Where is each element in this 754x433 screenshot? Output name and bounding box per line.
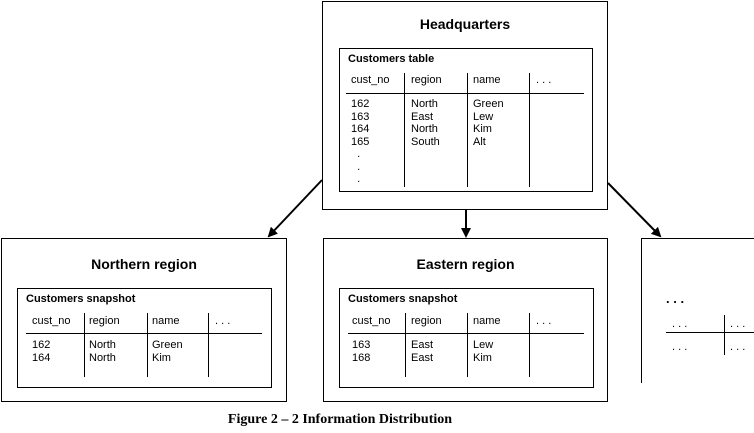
region-values: East East (411, 339, 434, 364)
region-values: North East North South (411, 98, 440, 148)
name-values: Green Kim (152, 339, 183, 364)
header-more: . . . (536, 315, 552, 327)
column-divider (404, 73, 405, 187)
other-divider (724, 315, 725, 355)
eastern-snapshot-table: Customers snapshot cust_no region name .… (339, 288, 594, 388)
column-divider (84, 313, 85, 377)
header-name: name (473, 74, 501, 86)
other-region-title: . . . (666, 291, 685, 306)
column-divider (405, 313, 406, 377)
headquarters-box: Headquarters Customers table cust_no reg… (322, 1, 608, 210)
header-region: region (411, 74, 442, 86)
eastern-region-title: Eastern region (416, 256, 515, 272)
other-cell: . . . (672, 318, 688, 330)
other-region-box: . . . . . . . . . . . . . . . (641, 238, 754, 383)
header-more: . . . (536, 74, 552, 86)
header-cust-no: cust_no (352, 315, 391, 327)
other-cell: . . . (672, 341, 688, 353)
column-divider (467, 73, 468, 187)
customers-table: Customers table cust_no region name . . … (339, 48, 593, 192)
header-name: name (473, 315, 501, 327)
northern-region-box: Northern region Customers snapshot cust_… (1, 238, 287, 402)
eastern-region-box: Eastern region Customers snapshot cust_n… (323, 238, 608, 402)
header-rule (348, 333, 584, 334)
cust-no-values: 162 164 (32, 339, 51, 364)
column-divider (467, 313, 468, 377)
header-rule (346, 93, 584, 94)
column-divider (529, 73, 530, 187)
customers-table-title: Customers table (348, 53, 435, 65)
other-cell: . . . (730, 341, 746, 353)
header-cust-no: cust_no (351, 74, 390, 86)
header-cust-no: cust_no (32, 315, 71, 327)
arrow-to-other (607, 182, 662, 238)
region-values: North North (89, 339, 116, 364)
name-values: Green Lew Kim Alt (473, 98, 504, 148)
northern-snapshot-table: Customers snapshot cust_no region name .… (17, 288, 272, 388)
northern-region-title: Northern region (91, 256, 197, 272)
cust-no-values: 163 168 (352, 339, 371, 364)
northern-snapshot-title: Customers snapshot (26, 293, 136, 305)
headquarters-title: Headquarters (419, 16, 511, 32)
figure-caption: Figure 2 – 2 Information Distribution (227, 412, 453, 427)
header-more: . . . (215, 315, 231, 327)
name-values: Lew Kim (473, 339, 494, 364)
header-region: region (411, 315, 442, 327)
other-cell: . . . (730, 318, 746, 330)
cust-no-values: 162 163 164 165 . . . (351, 98, 370, 185)
column-divider (529, 313, 530, 377)
header-rule (26, 333, 262, 334)
column-divider (208, 313, 209, 377)
other-rule (666, 332, 754, 333)
arrow-to-northern (267, 179, 323, 238)
header-name: name (152, 315, 180, 327)
eastern-snapshot-title: Customers snapshot (348, 293, 458, 305)
column-divider (147, 313, 148, 377)
header-region: region (89, 315, 120, 327)
